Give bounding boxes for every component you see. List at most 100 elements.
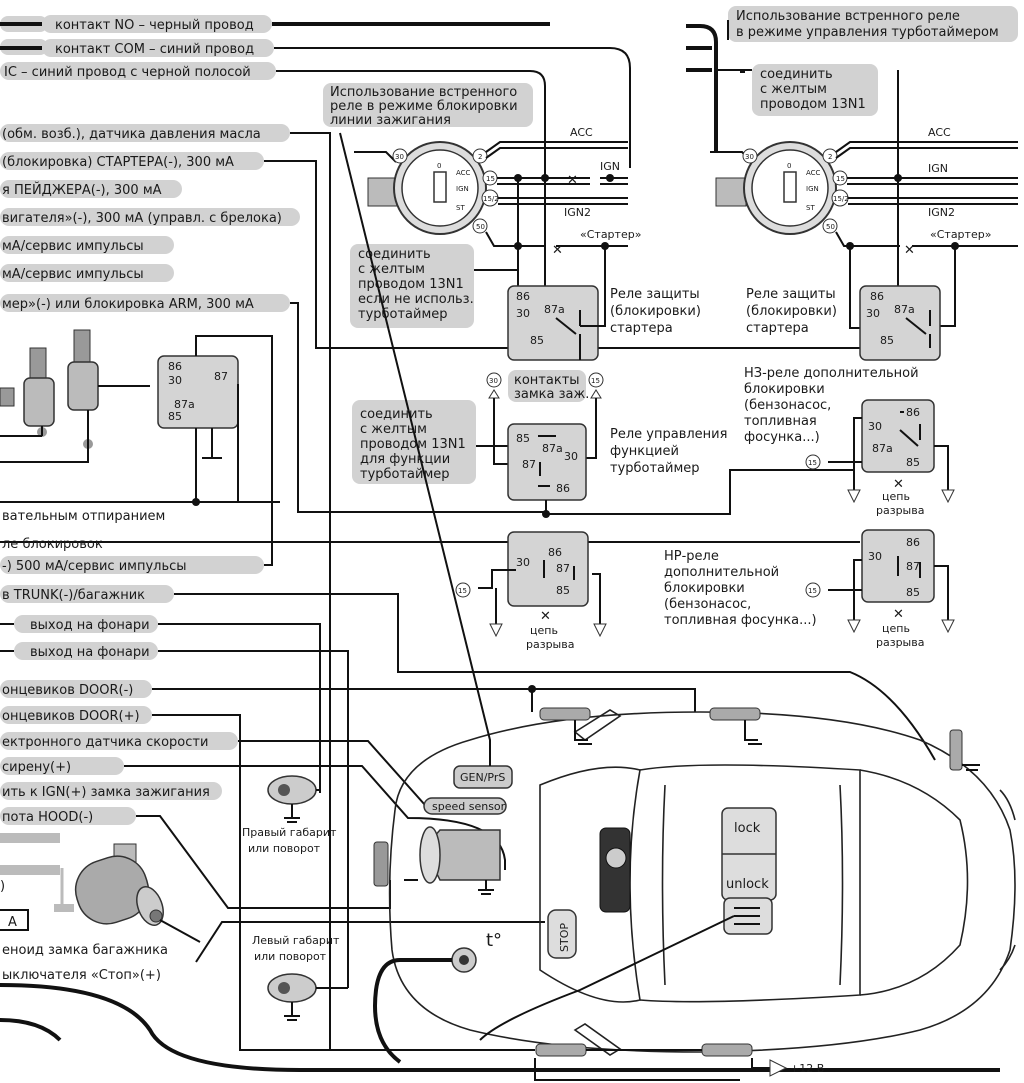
ign-pin-30-text: 30 xyxy=(395,153,404,161)
ncr-label-2: блокировки xyxy=(744,382,825,397)
callout-connect-right-3: проводом 13N1 xyxy=(760,97,866,112)
car-rear-window xyxy=(859,769,969,996)
nor-pin-30: 30 xyxy=(868,550,882,563)
ground-pad xyxy=(54,904,74,912)
callout-connect-turbo-3: проводом 13N1 xyxy=(360,437,466,452)
top-wire-group: контакт NO – черный провод контакт COM –… xyxy=(0,15,631,178)
tr-label-1: Реле управления xyxy=(610,427,727,442)
mid-label-ign: ить к IGN(+) замка зажигания xyxy=(2,785,210,800)
break-x-1: ✕ xyxy=(567,173,578,188)
nor-pin-87: 87 xyxy=(906,560,920,573)
srr-label-3: стартера xyxy=(746,321,809,336)
left-lamp-bulb xyxy=(278,982,290,994)
nor-label-4: (бензонасос, xyxy=(664,597,751,612)
srl-pin-86: 86 xyxy=(516,290,530,303)
ign-ign2-label: IGN2 xyxy=(564,206,591,219)
srr-pin-87a: 87a xyxy=(894,303,915,316)
srl-pin-30: 30 xyxy=(516,307,530,320)
car-body xyxy=(388,711,1016,1053)
junction-dot xyxy=(606,174,614,182)
lock-contact-15-text: 15 xyxy=(591,377,600,385)
ign-pin-50 xyxy=(472,218,488,234)
car-outline xyxy=(388,709,1016,1056)
connector-wire xyxy=(479,915,735,1041)
bottom-thick-wire xyxy=(0,983,1000,1072)
siren xyxy=(419,826,501,895)
ign-acc: ACC xyxy=(456,169,471,177)
ign2-acc: ACC xyxy=(806,169,821,177)
ign2-starter-label: «Стартер» xyxy=(930,228,991,241)
mid-label-siren: сирену(+) xyxy=(2,760,71,775)
door-switch-2-gnd xyxy=(744,720,762,745)
callout-connect-left-3: проводом 13N1 xyxy=(358,277,464,292)
wire-com xyxy=(274,47,631,168)
ign-wire-30 xyxy=(354,151,397,163)
callout-ign-block-1: Использование встренного xyxy=(330,85,517,100)
ign2-ign2-lines xyxy=(848,197,1018,205)
right-lamp-label-1: Правый габарит xyxy=(242,826,337,839)
left-label-6: мА/сервис импульсы xyxy=(2,267,144,282)
tr-pin-87: 87 xyxy=(522,458,536,471)
ign-pin-2 xyxy=(472,148,488,164)
right-lamp-wire xyxy=(291,789,321,818)
wire-nc-label: IC – синий провод с черной полосой xyxy=(4,65,251,80)
steering-lock-icon xyxy=(605,847,627,869)
lock-contact-15 xyxy=(588,372,604,388)
left-pill-3 xyxy=(0,180,182,198)
left-pill-7 xyxy=(0,294,290,312)
mid-label-door-neg: онцевиков DOOR(-) xyxy=(2,683,133,698)
actuator-1 xyxy=(23,377,55,427)
no-relay-mid xyxy=(507,531,589,607)
ign2-pin-50 xyxy=(822,218,838,234)
starter-relay-right xyxy=(859,285,941,361)
callout-connect-left xyxy=(350,244,474,328)
left-lamp-label-1: Левый габарит xyxy=(252,934,340,947)
speed-sensor-badge xyxy=(423,797,507,815)
srl-label-2: (блокировки) xyxy=(610,304,701,319)
actuator-2-head xyxy=(73,329,91,367)
ign-pin-2-text: 2 xyxy=(478,153,482,161)
ign2-zero: 0 xyxy=(787,162,791,170)
tr-pin-30: 30 xyxy=(564,450,578,463)
tr-pin-86: 86 xyxy=(556,482,570,495)
left-pill-4 xyxy=(0,208,300,226)
lock-relay-pin-86: 86 xyxy=(168,360,182,373)
callout-lock-2: замка заж. xyxy=(514,387,589,402)
nor-label-3: блокировки xyxy=(664,581,745,596)
car-windshield xyxy=(539,766,641,1003)
nor-contacts xyxy=(897,556,921,578)
srr-pin-85: 85 xyxy=(880,334,894,347)
door-switch-2 xyxy=(709,707,761,721)
ncr-x: ✕ xyxy=(893,477,904,492)
mid-pill-hood xyxy=(0,807,136,825)
ign-switch-left: Использование встренного реле в режиме б… xyxy=(323,83,641,258)
mid-pill-ign xyxy=(0,782,222,800)
ign2-st-lines xyxy=(835,231,1018,247)
door-switch-wires xyxy=(534,1049,770,1081)
unlock-button-label: unlock xyxy=(726,877,769,892)
left-labels: (обм. возб.), датчика давления масла (бл… xyxy=(0,124,860,1050)
left-lamp-wire xyxy=(291,987,348,1016)
callout-connect-turbo-4: для функции xyxy=(360,452,450,467)
nor-x: ✕ xyxy=(893,607,904,622)
callout-connect-right xyxy=(752,64,878,116)
gen-badge-text: GEN/PrS xyxy=(460,771,505,784)
ign-key-slot xyxy=(433,171,447,203)
srl-contact xyxy=(555,310,581,360)
nor-break-2: разрыва xyxy=(876,636,924,649)
right-lamp-body xyxy=(267,775,317,805)
nrm-break-2: разрыва xyxy=(526,638,574,651)
callout-turbo xyxy=(728,6,1018,42)
nrm-contacts xyxy=(543,560,575,580)
right-lamp-label-2: или поворот xyxy=(248,842,321,855)
mid-label-trunk: в TRUNK(-)/багажник xyxy=(2,588,145,603)
ign-switch-right: 0 ACC IGN ST 30 2 15 15/2 50 ACC IGN IGN… xyxy=(710,70,1018,329)
ign-acc-lines xyxy=(485,141,628,159)
srr-pin-86: 86 xyxy=(870,290,884,303)
left-label-1: (обм. возб.), датчика давления масла xyxy=(2,127,261,142)
trunk-solenoid: ) A еноид замка багажника ыключателя «Ст… xyxy=(0,833,545,983)
mid-label-lights2: выход на фонари xyxy=(30,645,150,660)
lights2-wire xyxy=(0,650,349,988)
stop-text: STOP xyxy=(558,923,571,952)
ncr-break-2: разрыва xyxy=(876,504,924,517)
